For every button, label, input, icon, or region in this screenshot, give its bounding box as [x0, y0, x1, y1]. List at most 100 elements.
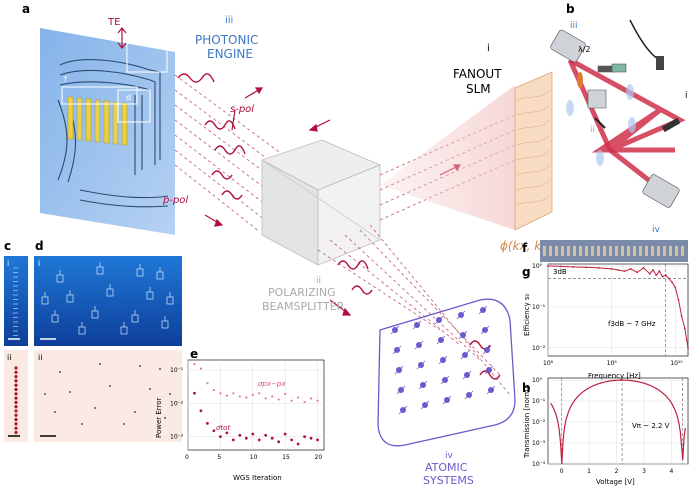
setup-label-ii: ii	[590, 125, 595, 135]
chart-g-point	[642, 267, 645, 269]
chart-h-xlabel: Voltage [V]	[596, 478, 635, 486]
spot-dot	[14, 383, 18, 387]
micrograph-d-i	[34, 256, 182, 346]
atomic-systems-array	[377, 298, 516, 447]
chart-g-ylabel: Efficiency s₀	[523, 293, 531, 336]
chart-h-xtick: 3	[642, 468, 646, 475]
chart-e-point	[219, 392, 222, 395]
spot-dot	[81, 423, 83, 425]
chart-g-point	[559, 265, 562, 268]
chart-g-point	[671, 281, 673, 284]
atomic-label-2: SYSTEMS	[423, 474, 474, 487]
chart-g-ytick: 10⁻²	[532, 345, 546, 352]
spot-dot	[169, 393, 171, 395]
micrograph-d-i-label: i	[38, 259, 40, 268]
te-label: TE	[107, 17, 120, 28]
spot-dot	[149, 388, 151, 390]
chart-e-xtick: 0	[185, 454, 189, 461]
chart-e-point	[231, 438, 235, 442]
chart-e-point	[218, 435, 222, 439]
panel-label-e: e	[190, 347, 198, 361]
panel-label-g: g	[522, 265, 531, 279]
atomic-label-1: ATOMIC	[425, 461, 468, 474]
chart-g-point	[572, 266, 575, 268]
chart-e-point	[193, 391, 196, 395]
micrograph-f	[540, 240, 688, 262]
chart-e-point	[290, 399, 293, 402]
chart-g-point	[680, 315, 683, 317]
chart-g-point	[617, 269, 619, 271]
chart-e-point	[264, 397, 267, 400]
spot-dot	[14, 426, 18, 430]
chart-e-point	[290, 438, 294, 442]
photonic-engine-label-1: PHOTONIC	[195, 33, 258, 47]
chart-e-point	[206, 422, 209, 425]
slm-beam-cone	[380, 85, 515, 230]
chart-e-point	[271, 395, 274, 398]
chart-e-point	[206, 382, 209, 385]
setup-label-iv: iv	[652, 225, 661, 235]
chart-g-point	[658, 270, 661, 273]
setup-label-lambda: λ/2	[578, 45, 591, 54]
spot-dot	[14, 396, 18, 400]
pbs-label-2: BEAMSPLITTER	[262, 300, 345, 313]
chart-e-point	[238, 433, 242, 437]
chart-e-xtick: 5	[217, 454, 221, 461]
spot-dot	[14, 387, 18, 392]
chart-e-point	[283, 432, 287, 436]
chart-e-point	[277, 440, 281, 444]
spot-dot	[134, 411, 136, 413]
spot-dot	[14, 400, 18, 404]
chart-g-f3db-label: f3dB ~ 7 GHz	[608, 320, 656, 328]
polarizing-beamsplitter-cube	[260, 139, 382, 266]
chart-g-point	[547, 265, 549, 267]
spot-dot	[54, 411, 56, 413]
panel-label-a: a	[22, 2, 30, 16]
chart-e-point	[316, 438, 319, 442]
chart-e-point	[258, 392, 261, 395]
chart-e-point	[212, 388, 216, 392]
chart-e-point	[316, 399, 319, 402]
spot-dot	[14, 392, 18, 396]
chip-label-f: f	[64, 75, 67, 84]
spot-dot	[14, 430, 18, 435]
chart-e-series-label-tot: σtot	[216, 424, 230, 432]
chart-e-point	[232, 392, 235, 395]
spot-dot	[69, 391, 71, 393]
chart-g-point	[668, 277, 670, 280]
panel-label-b: b	[566, 2, 575, 16]
chart-g-point	[636, 271, 638, 274]
chart-g-point	[585, 266, 588, 269]
chart-e-point	[251, 432, 255, 436]
spot-dot	[14, 418, 18, 422]
chart-e-point	[199, 409, 203, 413]
micrograph-d-ii-label: ii	[38, 353, 42, 362]
spot-dot	[14, 405, 18, 409]
micrograph-c-i	[4, 256, 28, 346]
chart-e-xtick: 15	[282, 454, 290, 461]
chart-e-xlabel: WGS Iteration	[233, 474, 282, 482]
photonic-engine-label-2: ENGINE	[207, 47, 253, 61]
chart-g-3db-label: 3dB	[553, 268, 567, 276]
spot-dot	[14, 370, 18, 374]
chart-e-ytick: 10⁻²	[170, 400, 184, 407]
chart-g-point	[664, 274, 667, 277]
chart-g-point	[655, 274, 658, 277]
chart-e-point	[309, 397, 313, 400]
chart-g-ytick: 10⁻¹	[532, 304, 546, 311]
chart-g-point	[623, 270, 626, 273]
chart-h-series-line	[550, 379, 686, 465]
spot-dot	[94, 407, 96, 409]
chart-h-xtick: 0	[560, 468, 564, 475]
chart-e-point	[193, 363, 196, 366]
pbs-number: ii	[316, 276, 321, 286]
spot-dot	[99, 363, 101, 365]
spot-dot	[139, 365, 141, 367]
chart-e-series-label-pm: σpx−px	[258, 380, 286, 388]
spot-dot	[14, 366, 18, 370]
chart-e-point	[284, 392, 287, 396]
fanout-label-2: SLM	[466, 82, 491, 96]
